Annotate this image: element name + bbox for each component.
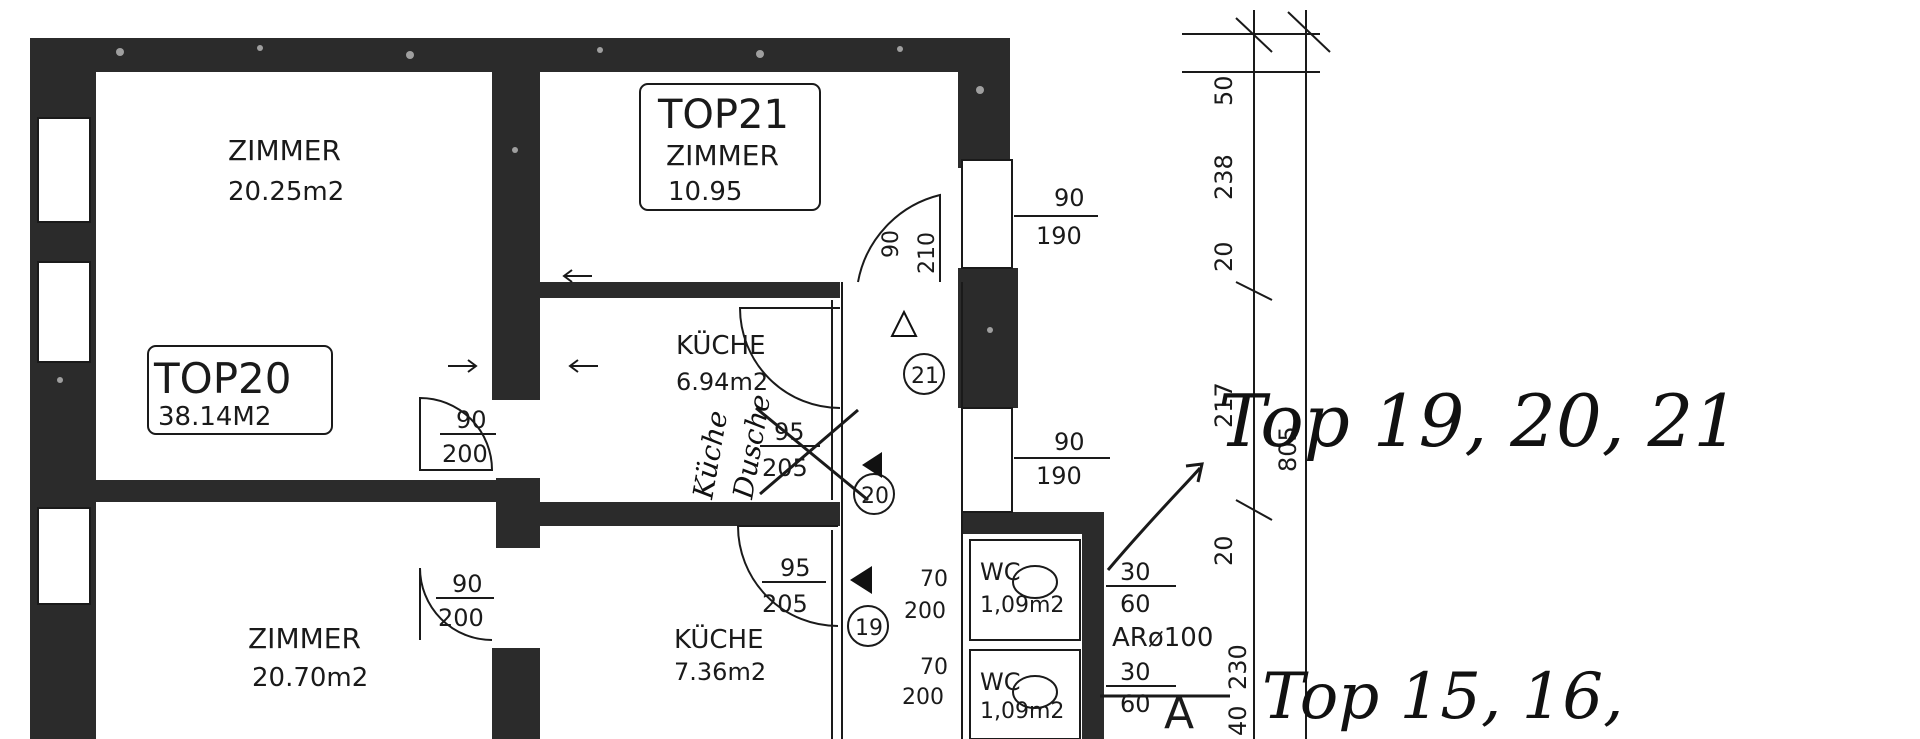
top21-box [639, 83, 821, 211]
zimmer-bottom-area: 20.70m2 [252, 663, 368, 693]
dim-230: 230 [1224, 644, 1252, 690]
door-d5-w: 90 [879, 230, 904, 258]
window-w2-w: 90 [1054, 428, 1085, 456]
wc-lower-name: WC [980, 668, 1021, 696]
zimmer-top-area: 20.25m2 [228, 177, 344, 207]
dim-217: 217 [1210, 382, 1238, 428]
marker-19: 19 [855, 616, 883, 641]
dimension-lines [1182, 10, 1331, 739]
dim-20-b: 20 [1210, 535, 1238, 566]
door-d1-h: 200 [442, 440, 488, 468]
wc-window-1-w: 30 [1120, 558, 1151, 586]
handwritten-top-15-16: Top 15, 16, [1262, 660, 1623, 734]
door-d5-h: 210 [915, 232, 940, 274]
wc-door-2-h: 200 [902, 685, 944, 710]
top21-area: 10.95 [668, 177, 742, 207]
dim-20-a: 20 [1210, 241, 1238, 272]
wc-door-1-w: 70 [920, 567, 948, 592]
ar-label: ARø100 [1112, 623, 1213, 653]
corridor [831, 282, 963, 739]
kueche-lower-area: 7.36m2 [674, 658, 766, 686]
markers: 21 20 19 [847, 309, 945, 647]
zimmer-bottom-name: ZIMMER [248, 622, 361, 655]
wc-fixtures [969, 539, 1081, 739]
dim-238: 238 [1210, 154, 1238, 200]
top20-box [147, 345, 333, 435]
door-d4-w: 95 [780, 554, 811, 582]
wc-upper-area: 1,09m2 [980, 593, 1064, 618]
handwritten-top-19-20-21: Top 19, 20, 21 [1218, 379, 1739, 463]
dim-805: 805 [1274, 426, 1302, 472]
door-d2-w: 90 [452, 570, 483, 598]
kueche-lower-name: KÜCHE [674, 623, 764, 655]
zimmer-top-name: ZIMMER [228, 134, 341, 167]
wc-window-2-w: 30 [1120, 658, 1151, 686]
door-d1-w: 90 [456, 406, 487, 434]
top21-room: ZIMMER [666, 139, 779, 172]
kueche-upper-area: 6.94m2 [676, 368, 768, 396]
door-d4-h: 205 [762, 590, 808, 618]
windows [37, 117, 1013, 605]
marker-21: 21 [911, 364, 939, 389]
top20-tag: TOP20 [153, 354, 291, 403]
wc-window-1-h: 60 [1120, 590, 1151, 618]
wc-lower-area: 1,09m2 [980, 699, 1064, 724]
wc-window-2-h: 60 [1120, 690, 1151, 718]
wc-door-1-h: 200 [904, 599, 946, 624]
wc-door-2-w: 70 [920, 655, 948, 680]
dim-50: 50 [1210, 75, 1238, 106]
wc-upper-name: WC [980, 558, 1021, 586]
door-labels: 90 200 90 200 95 205 95 205 90 210 90 19… [436, 184, 1176, 718]
top20-area: 38.14M2 [158, 402, 271, 432]
door-d2-h: 200 [438, 604, 484, 632]
window-w1-h: 190 [1036, 222, 1082, 250]
door-d3-w: 95 [774, 418, 805, 446]
top21-tag: TOP21 [657, 92, 789, 138]
window-w2-h: 190 [1036, 462, 1082, 490]
dim-40: 40 [1224, 705, 1252, 736]
kueche-upper-name: KÜCHE [676, 329, 766, 361]
kitchen-cross [755, 406, 869, 502]
door-swings [419, 193, 941, 641]
arrows [448, 269, 1204, 571]
window-w1-w: 90 [1054, 184, 1085, 212]
